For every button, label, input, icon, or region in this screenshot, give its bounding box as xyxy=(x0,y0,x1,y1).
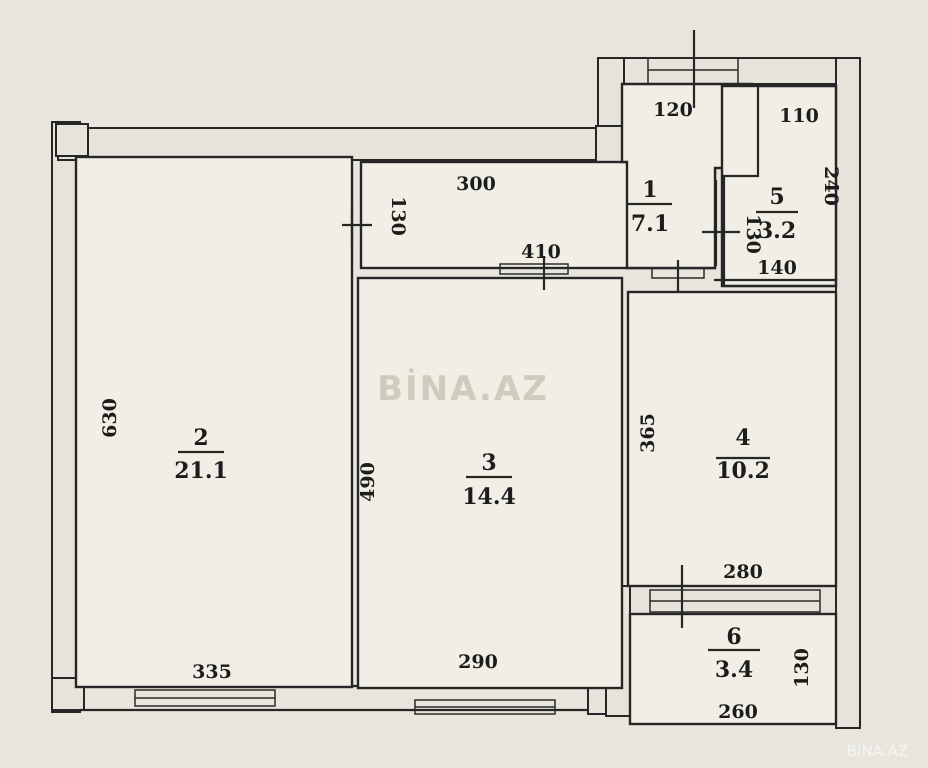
room-3-number: 3 xyxy=(481,450,496,476)
dim-room2-height: 630 xyxy=(99,398,121,438)
room-4-area: 10.2 xyxy=(716,458,770,484)
room-5-outline xyxy=(722,84,838,288)
room-4-number: 4 xyxy=(735,425,750,451)
room-1-number: 1 xyxy=(642,177,657,203)
room-5-number: 5 xyxy=(769,184,784,210)
dim-room1-top: 120 xyxy=(653,99,693,121)
label-fraction-lines xyxy=(178,202,798,652)
watermark-corner: BİNA.AZ xyxy=(847,741,908,760)
dim-room4-width: 280 xyxy=(723,561,763,583)
door-marks xyxy=(342,30,836,628)
room-4 xyxy=(626,290,838,588)
room-2-area: 21.1 xyxy=(174,458,228,484)
room-2-number: 2 xyxy=(193,425,208,451)
dim-room3-height: 490 xyxy=(357,462,379,502)
dim-room6-width: 260 xyxy=(718,701,758,723)
rooms xyxy=(74,82,838,726)
room-3-area: 14.4 xyxy=(462,484,516,510)
dim-room5-bottom: 140 xyxy=(757,257,797,279)
watermark: BİNA.AZ xyxy=(377,368,549,409)
dim-corridor-bottom: 410 xyxy=(521,241,561,263)
dim-room3-width: 290 xyxy=(458,651,498,673)
dim-room5-side: 240 xyxy=(820,166,842,206)
dim-room2-width: 335 xyxy=(192,661,232,683)
dim-corridor-door: 130 xyxy=(387,196,409,236)
room-5-area: 3.2 xyxy=(758,218,796,244)
dim-room4-height: 365 xyxy=(637,413,659,453)
room-3 xyxy=(356,276,624,690)
room-6 xyxy=(628,612,838,726)
room-1-area: 7.1 xyxy=(631,211,669,237)
dim-room6-side: 130 xyxy=(791,648,813,688)
room-6-number: 6 xyxy=(726,624,741,650)
room-6-area: 3.4 xyxy=(715,657,753,683)
dim-room1-width: 300 xyxy=(456,173,496,195)
dim-room1-height: 130 xyxy=(742,214,764,254)
dim-room5-top: 110 xyxy=(779,105,819,127)
room-2 xyxy=(74,155,354,689)
